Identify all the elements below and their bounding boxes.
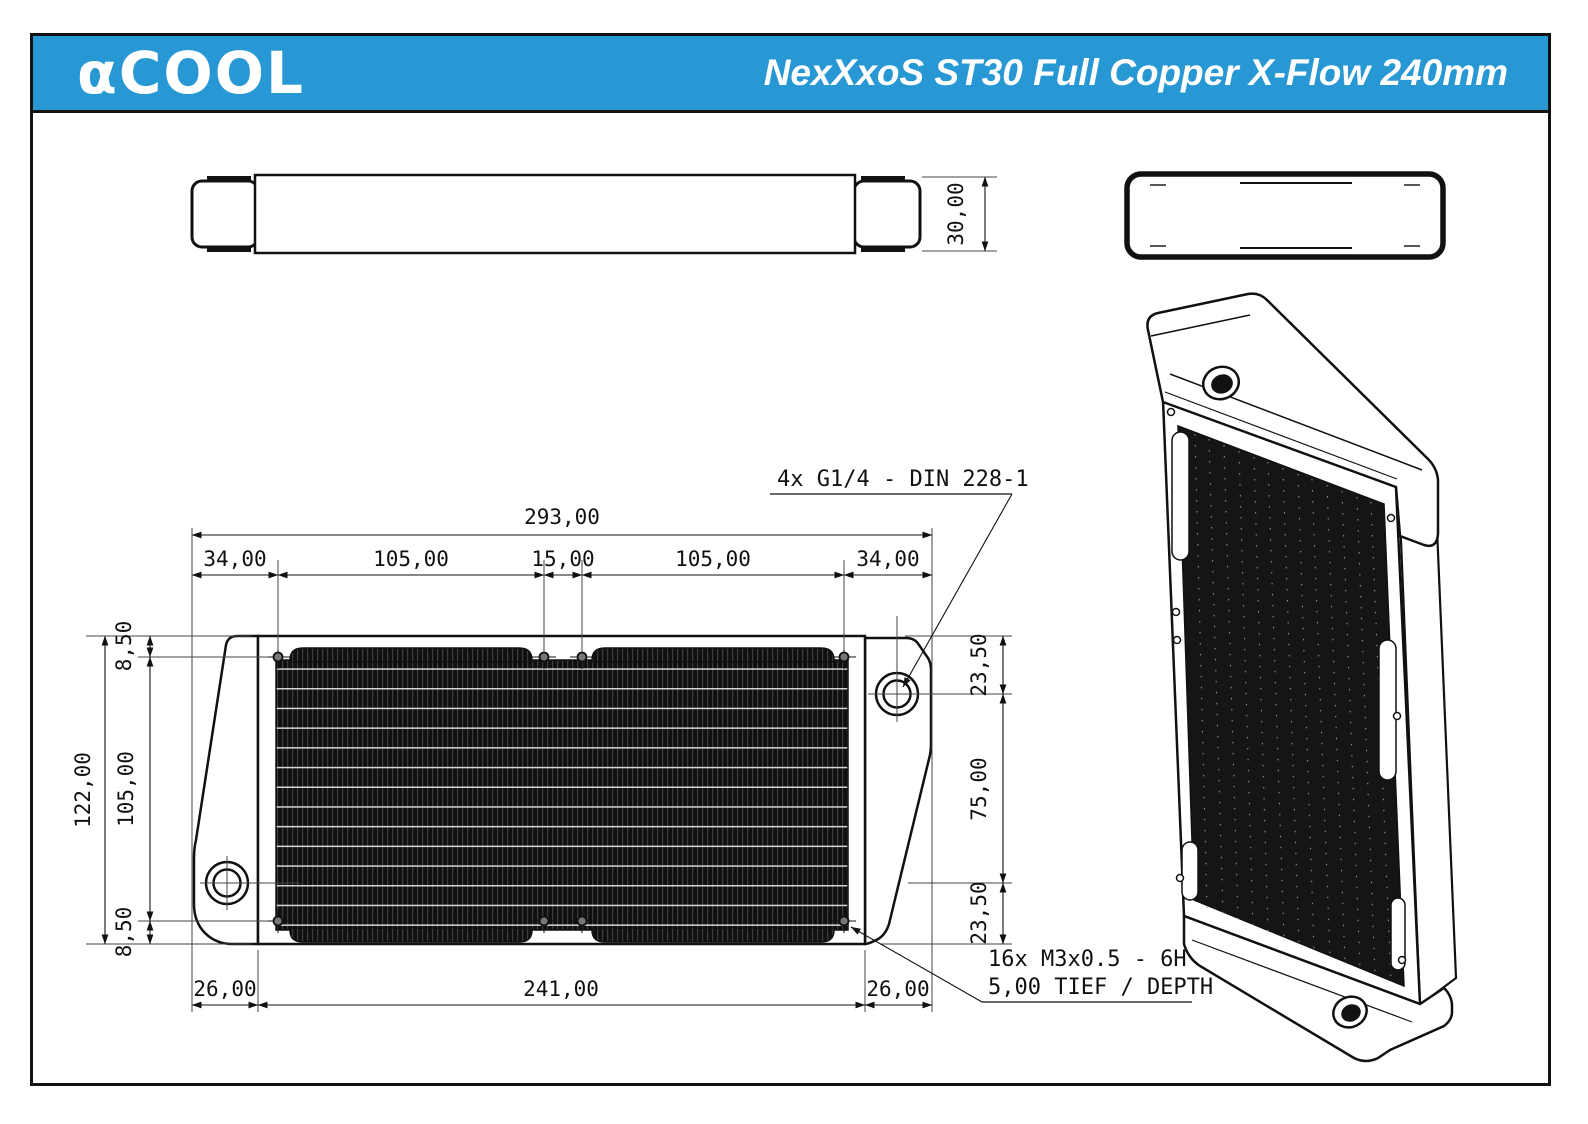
threads-label-line2: 5,00 TIEF / DEPTH [988,975,1213,1000]
dim-seg-5: 34,00 [856,547,919,571]
screw-hole [266,909,290,933]
title-bar: αCOOL NexXxoS ST30 Full Copper X-Flow 24… [33,36,1548,113]
screw-holes [266,645,856,933]
radiator-body-profile [253,173,857,255]
iso-core-texture [1194,433,1392,983]
iso-fan-cutouts [1171,431,1406,971]
right-end-cap [852,179,922,249]
dim-bottom-3: 26,00 [866,977,929,1001]
dim-seg-1: 34,00 [203,547,266,571]
isometric-view [1146,292,1458,1063]
fan-opening-bottom-left [289,927,533,943]
threads-label-line1: 16x M3x0.5 - 6H [988,947,1187,972]
dim-right-mid: 75,00 [967,757,991,820]
screw-hole [832,909,856,933]
drawing-title: NexXxoS ST30 Full Copper X-Flow 240mm [763,52,1508,93]
ports-label: 4x G1/4 - DIN 228-1 [777,467,1029,492]
dim-left-top: 8,50 [112,621,136,672]
fan-opening-top-left [289,647,533,663]
iso-port-top [1201,365,1241,401]
fan-opening-bottom-right [591,927,835,943]
dim-seg-2: 105,00 [373,547,449,571]
front-view [192,616,1012,946]
iso-top-tank [1146,292,1440,548]
dim-bottom-2: 241,00 [523,977,599,1001]
dim-thickness: 30,00 [944,182,968,245]
left-end-cap [190,179,260,249]
screw-hole [532,909,556,933]
dim-right-bottom: 23,50 [967,881,991,944]
dim-height-total: 122,00 [71,752,95,828]
dimensions: 293,00 34,00 105,00 15,00 105,00 34,00 2… [71,505,1012,1012]
dim-bottom-1: 26,00 [193,977,256,1001]
radiator-core [275,659,849,931]
screw-hole [570,909,594,933]
callout-ports: 4x G1/4 - DIN 228-1 [770,467,1029,688]
right-tank [863,636,933,946]
top-view: 30,00 [190,173,997,255]
dim-left-bottom: 8,50 [112,907,136,958]
iso-port-bottom [1332,995,1368,1029]
screw-hole [570,645,594,669]
port-bottom-left [200,856,300,910]
bottom-view [1124,171,1446,260]
screw-hole [266,645,290,669]
dim-width-total: 293,00 [524,505,600,529]
iso-bottom-tank [1182,914,1454,1063]
iso-screw-holes [1166,407,1407,965]
fan-opening-top-right [591,647,835,663]
iso-core [1177,424,1405,988]
dim-left-mid: 105,00 [114,751,138,827]
alphacool-logo: αCOOL [77,39,305,107]
dim-right-top: 23,50 [967,633,991,696]
dim-seg-4: 105,00 [675,547,751,571]
dim-seg-3: 15,00 [531,547,594,571]
callout-threads: 16x M3x0.5 - 6H 5,00 TIEF / DEPTH [850,926,1213,1003]
